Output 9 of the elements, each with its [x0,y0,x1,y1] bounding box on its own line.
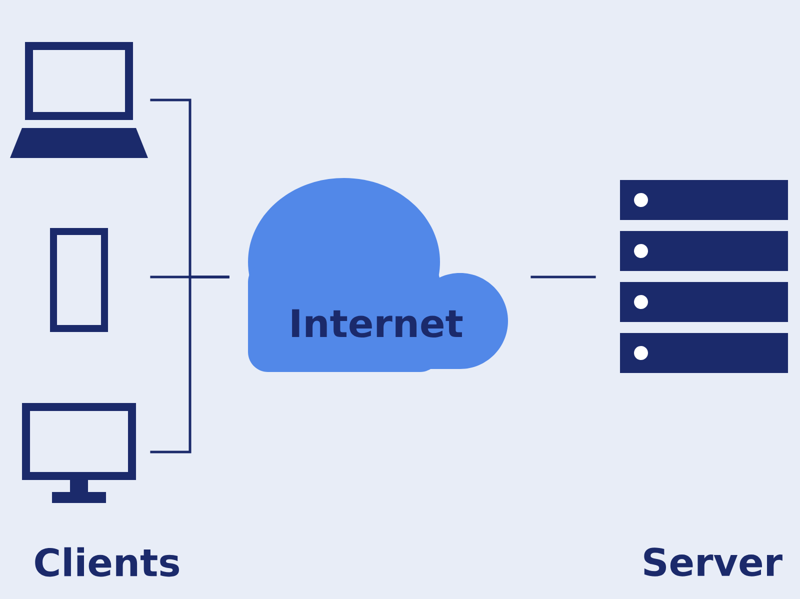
caption: Server [644,548,782,576]
phone-icon [50,228,108,332]
laptop-icon [10,42,148,158]
caption: Clients [35,547,179,577]
server-icon [620,180,788,373]
cloud: Internet [248,178,508,372]
monitor-icon [22,403,136,503]
connector-line [530,276,596,278]
connector-line [150,276,230,454]
